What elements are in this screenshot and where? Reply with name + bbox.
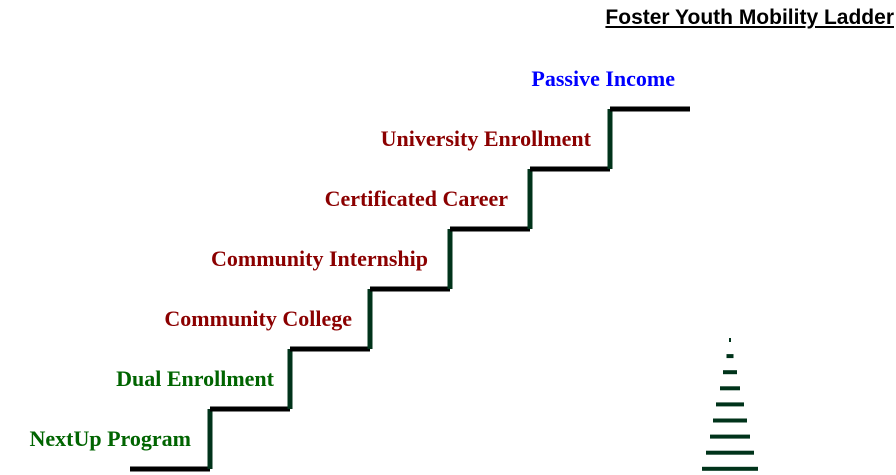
step-label-nextup: NextUp Program <box>29 426 192 451</box>
step-label-university-enrollment: University Enrollment <box>380 126 591 151</box>
ladder-rung <box>716 402 744 407</box>
step-label-community-internship: Community Internship <box>211 246 428 271</box>
ladder-rung <box>713 418 747 423</box>
ladder-rung <box>720 386 740 391</box>
ladder-rung <box>726 354 734 359</box>
ladder-rung <box>710 434 750 439</box>
ladder-rung <box>723 370 737 375</box>
ladder-rung <box>702 466 758 471</box>
step-label-community-college: Community College <box>164 306 352 331</box>
step-label-passive-income: Passive Income <box>531 66 675 91</box>
ladder-rung <box>729 338 731 342</box>
ladder-rung <box>706 450 754 455</box>
step-label-dual-enrollment: Dual Enrollment <box>116 366 274 391</box>
step-label-certificated-career: Certificated Career <box>324 186 508 211</box>
diagram-title: Foster Youth Mobility Ladder <box>605 6 894 29</box>
